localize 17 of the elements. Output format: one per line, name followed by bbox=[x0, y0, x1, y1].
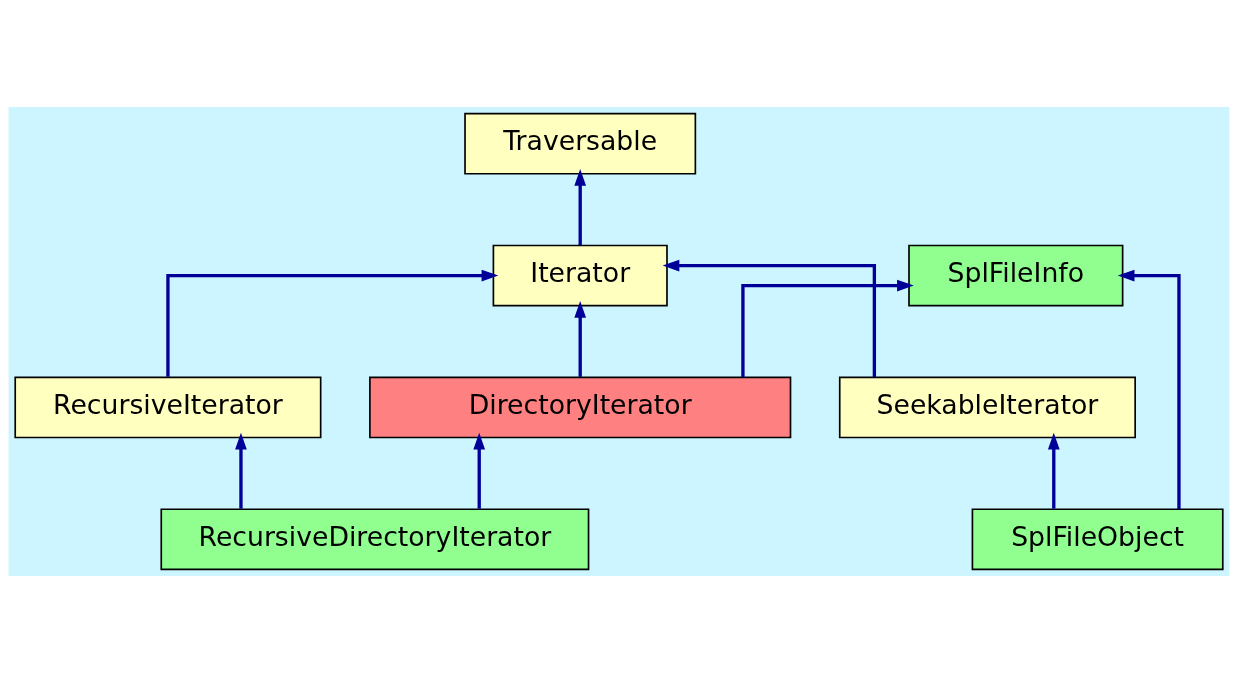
arrow bbox=[574, 169, 587, 245]
node-box: Traversable bbox=[464, 112, 697, 175]
arrow bbox=[235, 432, 247, 509]
node-box: SeekableIterator bbox=[838, 376, 1136, 439]
node-box: SplFileInfo bbox=[908, 244, 1124, 307]
node-box: RecursiveDirectoryIterator bbox=[160, 508, 590, 571]
node-box: SplFileObject bbox=[971, 508, 1224, 571]
arrow bbox=[741, 279, 914, 378]
arrow bbox=[166, 269, 499, 377]
node-box: DirectoryIterator bbox=[369, 376, 792, 439]
node-box: Iterator bbox=[492, 244, 668, 307]
arrow bbox=[1117, 269, 1181, 510]
arrow bbox=[1047, 432, 1060, 509]
arrow bbox=[473, 432, 486, 509]
arrow bbox=[662, 259, 877, 378]
arrow bbox=[574, 300, 587, 377]
node-box: RecursiveIterator bbox=[14, 376, 322, 439]
